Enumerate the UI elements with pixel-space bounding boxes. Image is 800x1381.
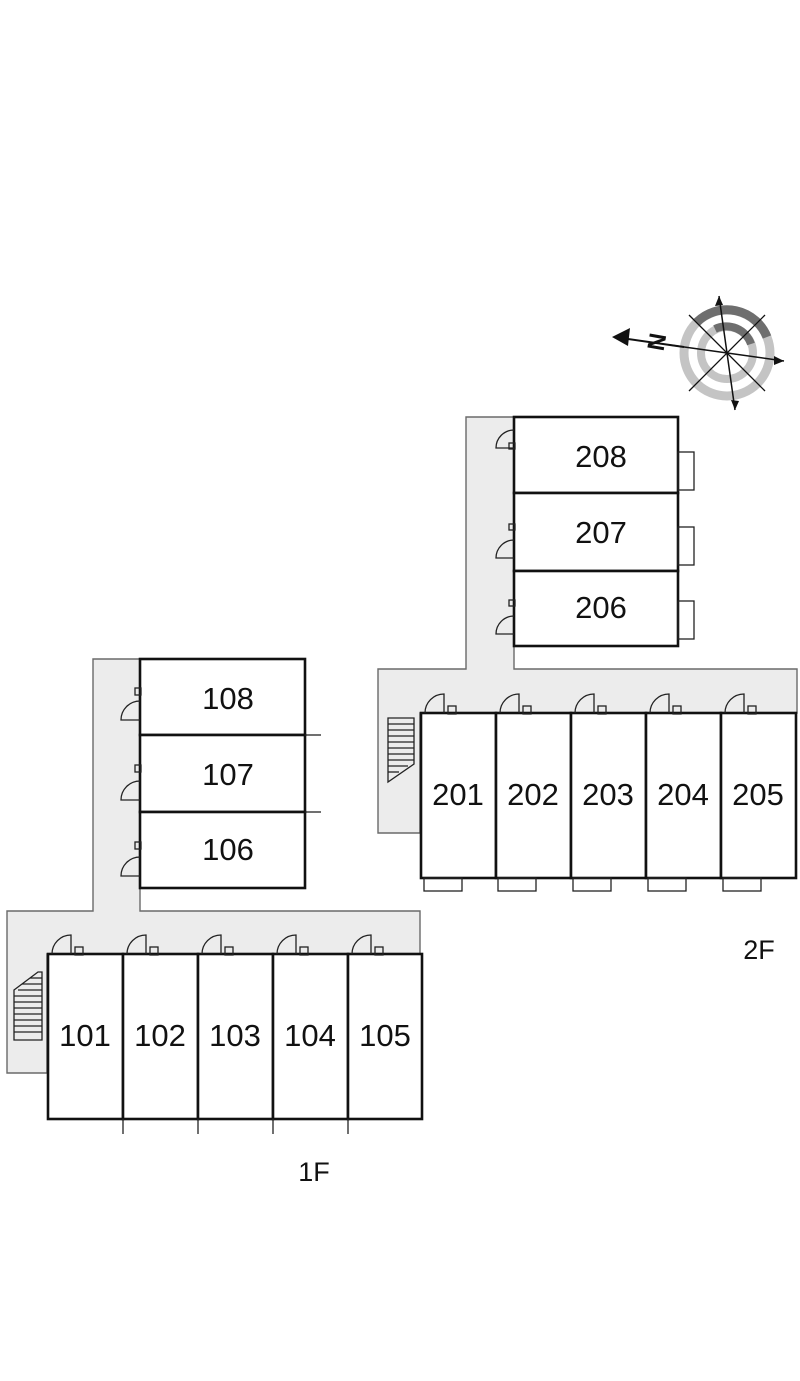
door-104-icon <box>276 934 309 956</box>
first-floor-stairs-icon <box>13 971 43 1041</box>
door-202-icon <box>499 693 532 715</box>
balcony-202 <box>497 877 537 892</box>
unit-208 <box>512 415 680 495</box>
door-106-icon <box>120 841 142 877</box>
door-103-icon <box>201 934 234 956</box>
north-label: N <box>643 331 673 353</box>
door-201-icon <box>424 693 457 715</box>
second-floor-stairs-icon <box>387 717 415 784</box>
balcony-203 <box>572 877 612 892</box>
door-203-icon <box>574 693 607 715</box>
balcony-206 <box>677 600 695 640</box>
unit-label-105: 105 <box>359 1018 411 1053</box>
unit-label-104: 104 <box>284 1018 336 1053</box>
door-105-icon <box>351 934 384 956</box>
unit-label-106: 106 <box>202 832 254 867</box>
door-107-icon <box>120 764 142 801</box>
balcony-204 <box>647 877 687 892</box>
compass-rose-icon <box>669 295 785 411</box>
door-206-icon <box>495 599 516 635</box>
door-102-icon <box>126 934 159 956</box>
balcony-201 <box>423 877 463 892</box>
door-108-icon <box>120 687 142 721</box>
door-101-icon <box>51 934 84 956</box>
first-floor-plan: 108 107 106 101 102 103 104 105 1F <box>6 657 424 1187</box>
unit-203 <box>569 711 648 880</box>
unit-106 <box>138 810 307 890</box>
unit-label-202: 202 <box>507 777 559 812</box>
door-205-icon <box>724 693 757 715</box>
balcony-205 <box>722 877 762 892</box>
door-204-icon <box>649 693 682 715</box>
unit-103 <box>196 952 275 1121</box>
unit-102 <box>121 952 200 1121</box>
unit-205 <box>719 711 798 880</box>
unit-204 <box>644 711 723 880</box>
unit-label-204: 204 <box>657 777 709 812</box>
floor-label-2f: 2F <box>743 935 775 965</box>
unit-label-207: 207 <box>575 515 627 550</box>
unit-207 <box>512 491 680 573</box>
unit-108 <box>138 657 307 737</box>
second-floor-plan: 208 207 206 201 202 203 204 205 2F <box>377 415 798 965</box>
floor-label-1f: 1F <box>298 1157 330 1187</box>
unit-label-205: 205 <box>732 777 784 812</box>
unit-label-101: 101 <box>59 1018 111 1053</box>
unit-101 <box>46 952 125 1121</box>
unit-104 <box>271 952 350 1121</box>
unit-label-201: 201 <box>432 777 484 812</box>
balcony-208 <box>677 451 695 491</box>
unit-label-107: 107 <box>202 757 254 792</box>
unit-label-103: 103 <box>209 1018 261 1053</box>
unit-label-203: 203 <box>582 777 634 812</box>
door-208-icon <box>495 429 516 450</box>
unit-105 <box>346 952 424 1121</box>
north-arrow-icon <box>612 328 685 348</box>
unit-206 <box>512 569 680 648</box>
unit-label-102: 102 <box>134 1018 186 1053</box>
unit-107 <box>138 733 307 814</box>
unit-label-206: 206 <box>575 590 627 625</box>
unit-label-108: 108 <box>202 681 254 716</box>
unit-label-208: 208 <box>575 439 627 474</box>
unit-202 <box>494 711 573 880</box>
door-207-icon <box>495 523 516 559</box>
balcony-207 <box>677 526 695 566</box>
